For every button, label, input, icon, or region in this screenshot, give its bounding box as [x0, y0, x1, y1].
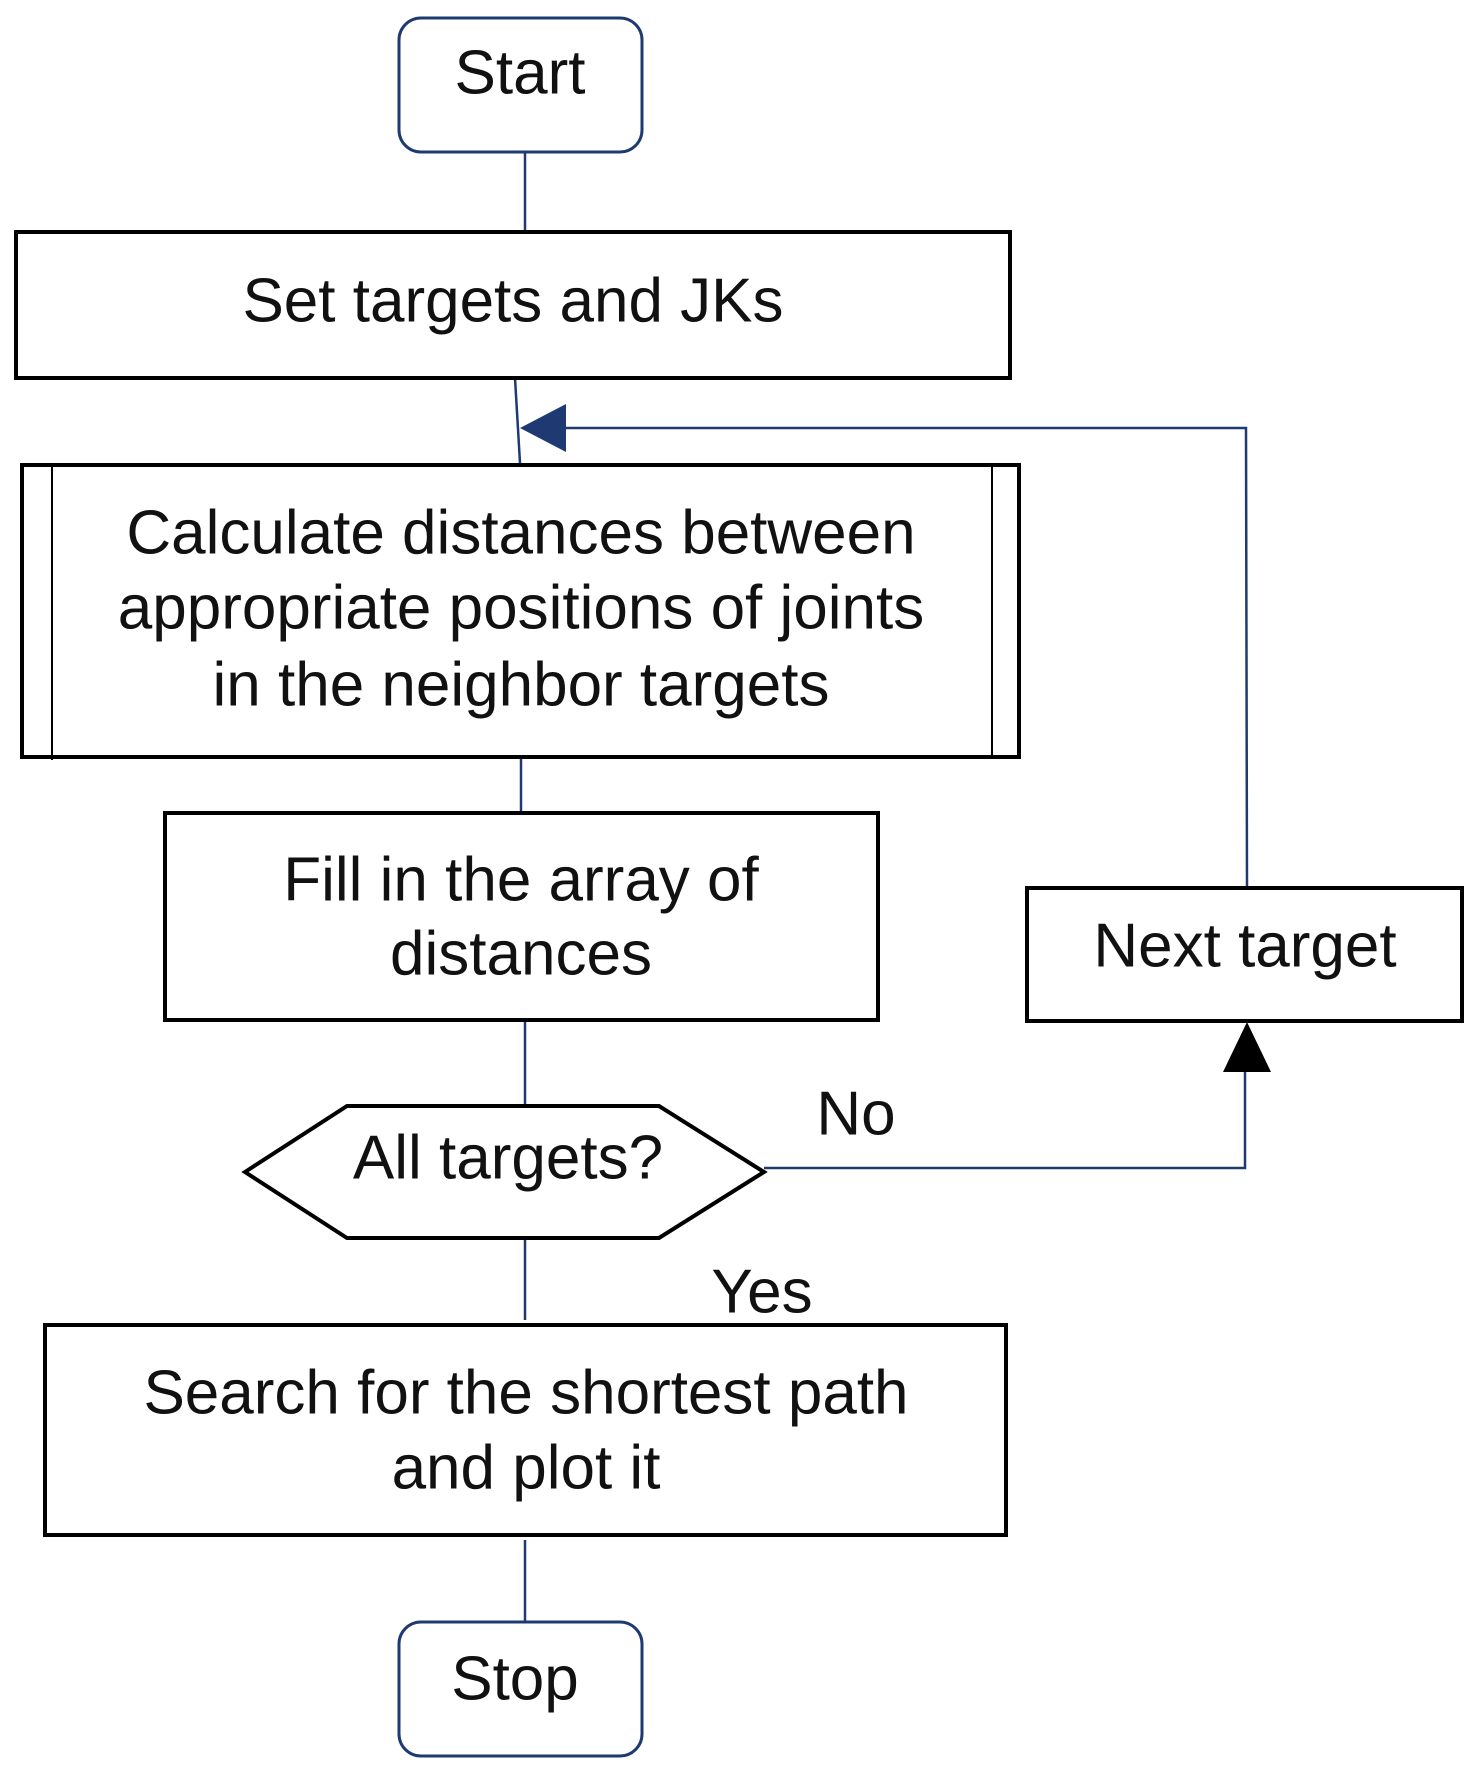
stop-label: Stop [451, 1644, 579, 1713]
fill-array-label-line-1: Fill in the array of [283, 845, 759, 914]
fill-array-label-line-2: distances [390, 919, 652, 988]
arrowhead-loop-return [520, 404, 566, 452]
arrowhead-to-next-target [1223, 1022, 1271, 1072]
calculate-label-line-2: appropriate positions of joints [118, 573, 924, 642]
next-target-node: Next target [1025, 886, 1464, 1023]
edge-label-yes: Yes [711, 1257, 812, 1326]
start-label: Start [455, 38, 586, 107]
stop-terminal-shape [397, 1620, 644, 1758]
calculate-process-box [20, 463, 1021, 759]
decision-node: All targets? [241, 1104, 768, 1240]
search-label-line-2: and plot it [392, 1433, 661, 1502]
set-targets-box [14, 230, 1012, 380]
fill-array-box [163, 811, 880, 1022]
set-targets-label: Set targets and JKs [242, 266, 783, 335]
search-box [43, 1323, 1008, 1537]
next-target-label: Next target [1093, 911, 1396, 980]
calculate-label-line-3: in the neighbor targets [213, 650, 830, 719]
connector-decision-no-branch [764, 1068, 1247, 1170]
decision-label: All targets? [353, 1123, 663, 1192]
calculate-label-line-1: Calculate distances between [126, 498, 915, 567]
edge-label-no: No [816, 1079, 895, 1148]
decision-hexagon [241, 1104, 768, 1240]
start-node: Start [397, 16, 644, 154]
connector-set-to-calculate [513, 377, 522, 464]
search-label-line-1: Search for the shortest path [143, 1358, 908, 1427]
calculate-node: Calculate distances between appropriate … [20, 463, 1021, 760]
set-targets-node: Set targets and JKs [14, 230, 1012, 380]
next-target-box [1025, 886, 1464, 1023]
search-node: Search for the shortest path and plot it [43, 1323, 1008, 1537]
connector-next-to-loop [560, 426, 1249, 888]
connectors [513, 152, 1249, 1622]
stop-node: Stop [397, 1620, 644, 1758]
start-terminal-shape [397, 16, 644, 154]
fill-array-node: Fill in the array of distances [163, 811, 880, 1022]
